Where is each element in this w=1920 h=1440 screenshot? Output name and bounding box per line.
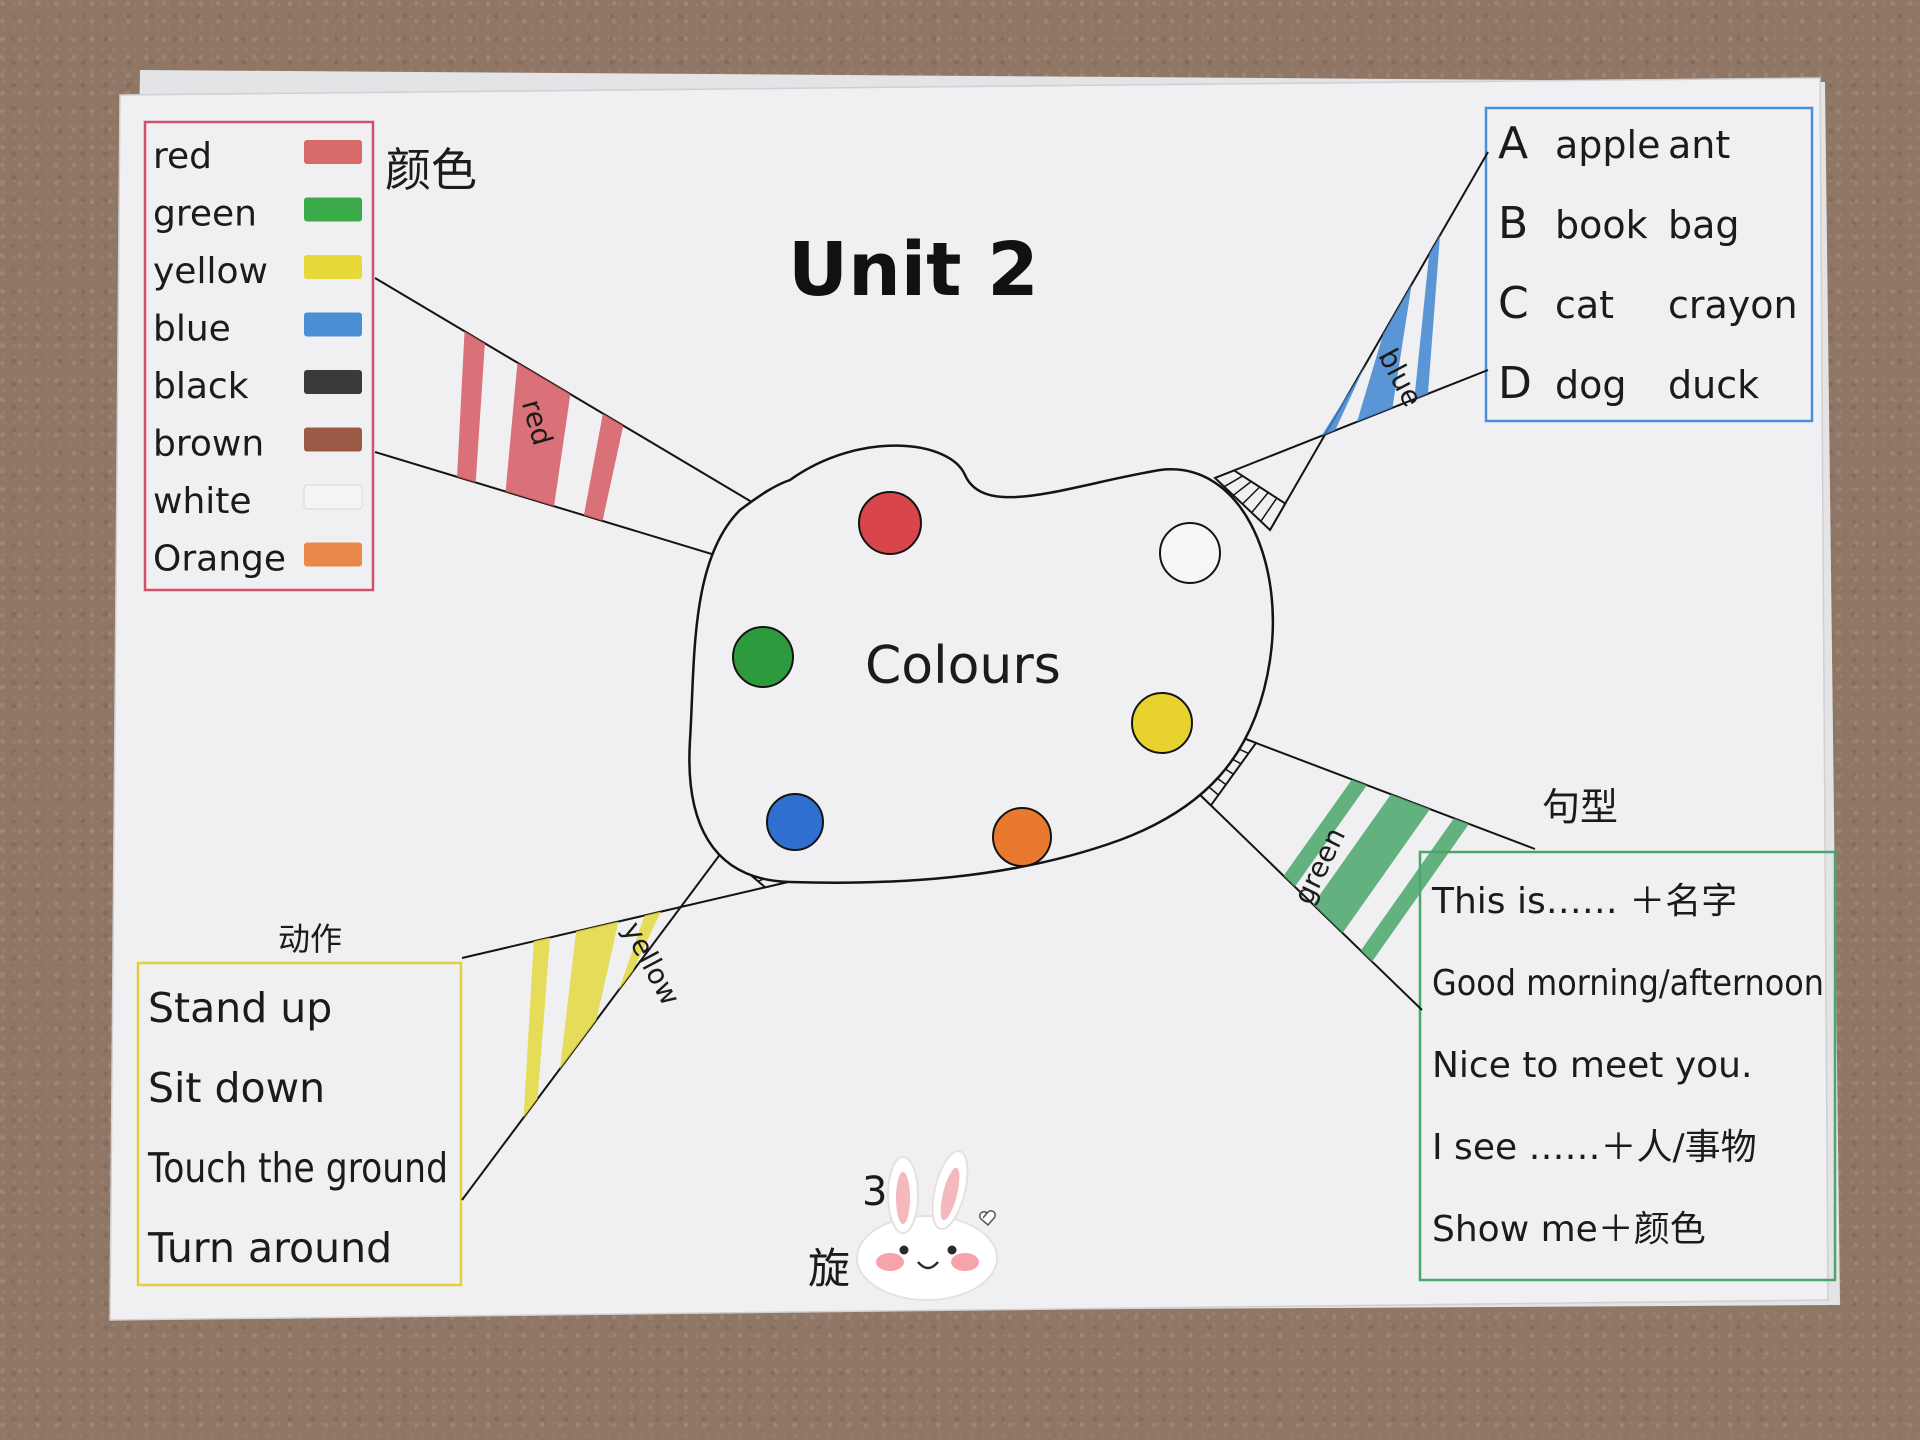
letter-word-1: book — [1555, 203, 1648, 247]
alphabet-letter: B — [1498, 198, 1528, 249]
sentence-pattern: Show me＋颜色 — [1432, 1209, 1706, 1250]
sentence-pattern: Good morning/afternoon — [1432, 963, 1824, 1004]
colour-swatch — [304, 140, 362, 164]
tube-stripe — [457, 331, 485, 483]
unit-title: Unit 2 — [788, 227, 1039, 313]
tube-stripe — [523, 937, 551, 1118]
colour-swatch — [304, 197, 362, 222]
rabbit-eye-right — [947, 1245, 957, 1255]
colours-box — [143, 120, 375, 592]
tube-cap-hatch — [1260, 497, 1278, 522]
tube-edge — [374, 451, 749, 566]
tube-stripe — [560, 921, 619, 1069]
sentence-pattern: Nice to meet you. — [1432, 1045, 1752, 1086]
palette: Colours — [688, 444, 1275, 884]
colours-heading: 颜色 — [385, 143, 477, 197]
tube-stripe — [1360, 818, 1469, 962]
bottom-partial-number: 3 — [862, 1169, 887, 1215]
colour-word: Orange — [153, 539, 286, 580]
rabbit-sticker — [856, 1150, 998, 1301]
alphabet-letter: D — [1498, 358, 1532, 409]
tube-cap-hatch — [1223, 475, 1244, 488]
sentences-section: 句型 This is…… ＋名字 Good morning/afternoonNi… — [1418, 785, 1837, 1282]
colour-swatch — [304, 312, 362, 337]
palette-dot-blue — [766, 793, 824, 851]
colour-word: white — [153, 481, 252, 522]
colour-word: brown — [153, 424, 264, 465]
palette-dot-orange — [992, 807, 1052, 867]
tube-cap-hatch — [1232, 480, 1252, 496]
letters-box — [1484, 106, 1814, 423]
letter-word-1: dog — [1555, 363, 1627, 407]
colour-word: black — [153, 366, 249, 407]
palette-outline — [688, 444, 1275, 884]
tube-edge — [1194, 789, 1423, 1011]
tube-blue: blue — [1213, 151, 1489, 532]
action-phrase: Sit down — [148, 1064, 325, 1112]
palette-center-label: Colours — [865, 636, 1061, 696]
palette-dot-green — [732, 626, 794, 688]
actions-heading: 动作 — [278, 920, 342, 958]
action-phrase: Turn around — [147, 1224, 392, 1272]
palette-dot-red — [858, 491, 922, 555]
tube-edge — [1234, 734, 1536, 850]
tube-edge — [1214, 369, 1489, 479]
colours-section: redgreenyellowblueblackbrownwhiteOrange … — [143, 120, 477, 592]
sentences-heading: 句型 — [1542, 785, 1618, 829]
colour-word: green — [153, 194, 257, 235]
tube-edge — [374, 277, 783, 521]
tube-stripe — [583, 413, 624, 521]
sentences-box — [1418, 850, 1837, 1282]
actions-box — [136, 961, 463, 1287]
tube-edge — [1269, 151, 1489, 531]
tube-edge — [461, 881, 789, 959]
tube-cap-hatch — [1241, 486, 1261, 505]
letter-word-2: duck — [1668, 363, 1759, 407]
colour-swatch — [303, 484, 363, 510]
colour-swatch — [304, 370, 362, 394]
letter-word-2: ant — [1668, 123, 1730, 167]
tube-edge — [461, 824, 743, 1201]
heart-icon — [979, 1210, 996, 1227]
palette-dot-white — [1159, 522, 1221, 584]
palette-dot-yellow — [1131, 692, 1193, 754]
action-phrase: Touch the ground — [147, 1144, 448, 1192]
colour-word: red — [153, 136, 212, 177]
colour-swatch — [304, 542, 362, 567]
colour-word: yellow — [153, 251, 268, 292]
tube-stripe — [1356, 284, 1412, 422]
bottom-partial-chinese: 旋 — [808, 1244, 850, 1293]
tube-stripe — [505, 362, 571, 507]
colour-word: blue — [153, 309, 231, 350]
alphabet-letter: A — [1498, 118, 1528, 169]
tube-stripe — [1313, 794, 1430, 933]
letter-word-2: crayon — [1668, 283, 1798, 327]
tube-cap-hatch — [1251, 492, 1269, 514]
alphabet-letter: C — [1498, 278, 1529, 329]
letter-word-1: cat — [1555, 283, 1614, 327]
sentence-pattern: This is…… ＋名字 — [1431, 881, 1737, 922]
colour-swatch — [304, 427, 362, 452]
action-phrase: Stand up — [148, 984, 332, 1032]
letter-word-2: bag — [1668, 203, 1740, 247]
tube-stripe — [618, 911, 661, 990]
colour-swatch — [304, 255, 362, 279]
rabbit-eye-left — [899, 1245, 909, 1255]
letter-word-1: apple — [1555, 123, 1660, 167]
sentence-pattern: I see ……＋人/事物 — [1432, 1127, 1757, 1168]
tube-stripe — [1283, 779, 1367, 887]
tube-stripe — [1414, 235, 1441, 400]
